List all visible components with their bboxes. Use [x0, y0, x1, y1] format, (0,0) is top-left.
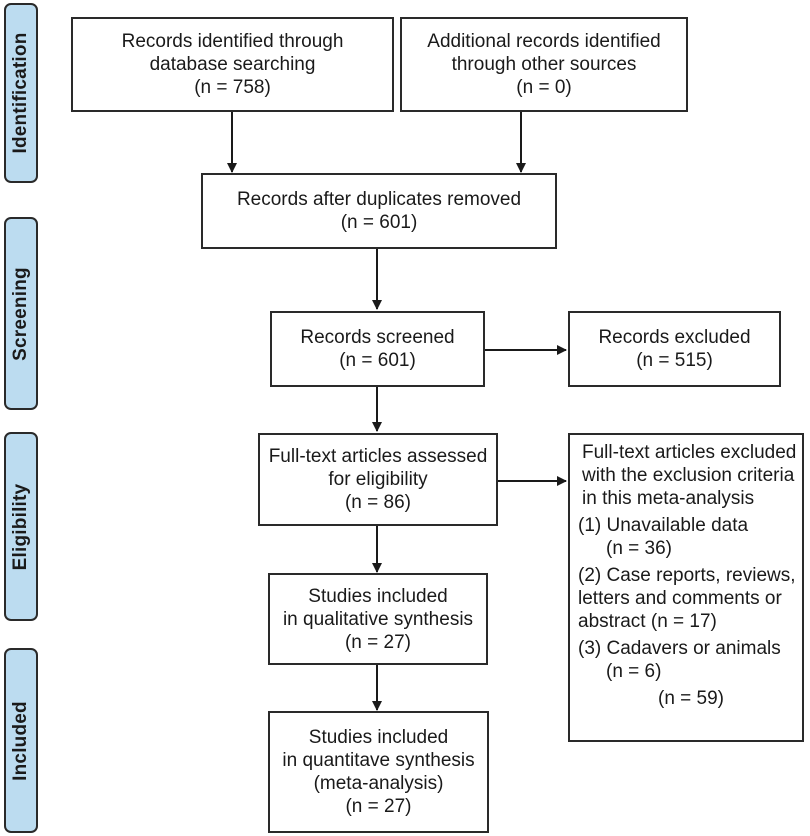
- exclusion-count: (n = 6): [606, 661, 662, 682]
- box-qualitative-synthesis: Studies included in qualitative synthesi…: [268, 573, 488, 665]
- box-fulltext-assessed: Full-text articles assessed for eligibil…: [258, 433, 498, 526]
- box-count: (n = 0): [516, 77, 572, 98]
- exclusion-reason: (3) Cadavers or animals: [578, 638, 781, 659]
- exclusion-reason: (1) Unavailable data: [578, 515, 749, 536]
- box-text: in quantitave synthesis: [282, 750, 475, 771]
- box-text: (meta-analysis): [313, 773, 444, 794]
- box-text: Records excluded: [598, 327, 751, 348]
- stage-screening: Screening: [4, 217, 38, 410]
- box-count: (n = 27): [344, 631, 411, 653]
- exclusion-count: (n = 36): [606, 538, 673, 559]
- box-database-searching: Records identified through database sear…: [71, 17, 394, 112]
- box-count: (n = 86): [344, 492, 411, 513]
- stage-included: Included: [4, 648, 38, 833]
- box-text: Records screened: [300, 327, 455, 348]
- box-fulltext-excluded: Full-text articles excluded with the exc…: [568, 433, 804, 742]
- box-text: through other sources: [451, 54, 637, 75]
- exclusion-reason: (2) Case reports, reviews,: [578, 565, 796, 586]
- box-count: (n = 601): [339, 350, 416, 371]
- box-text: database searching: [149, 54, 316, 75]
- box-text: for eligibility: [328, 469, 428, 490]
- box-text: Studies included: [308, 727, 449, 748]
- box-records-screened: Records screened (n = 601): [270, 311, 485, 387]
- box-text: in this meta-analysis: [582, 488, 755, 509]
- box-records-excluded: Records excluded (n = 515): [568, 311, 781, 387]
- box-text: Records after duplicates removed: [236, 189, 522, 210]
- box-quantitative-synthesis: Studies included in quantitave synthesis…: [268, 711, 489, 833]
- box-text: Additional records identified: [427, 31, 661, 52]
- box-text: Full-text articles assessed: [268, 446, 488, 467]
- stage-eligibility: Eligibility: [4, 432, 38, 621]
- exclusion-reason: abstract (n = 17): [578, 611, 717, 632]
- box-count: (n = 515): [636, 350, 713, 371]
- box-text: Records identified through: [121, 31, 344, 52]
- box-count: (n = 601): [340, 212, 418, 233]
- stage-identification: Identification: [4, 3, 38, 183]
- box-text: in qualitative synthesis: [282, 608, 474, 630]
- box-count: (n = 758): [194, 77, 271, 98]
- box-text: Full-text articles excluded: [582, 442, 797, 463]
- exclusion-total: (n = 59): [658, 688, 725, 709]
- box-text: with the exclusion criteria: [582, 465, 795, 486]
- exclusion-reason: letters and comments or: [578, 588, 782, 609]
- box-after-duplicates: Records after duplicates removed (n = 60…: [201, 173, 557, 249]
- box-other-sources: Additional records identified through ot…: [400, 17, 688, 112]
- box-count: (n = 27): [345, 796, 412, 817]
- box-text: Studies included: [308, 585, 448, 607]
